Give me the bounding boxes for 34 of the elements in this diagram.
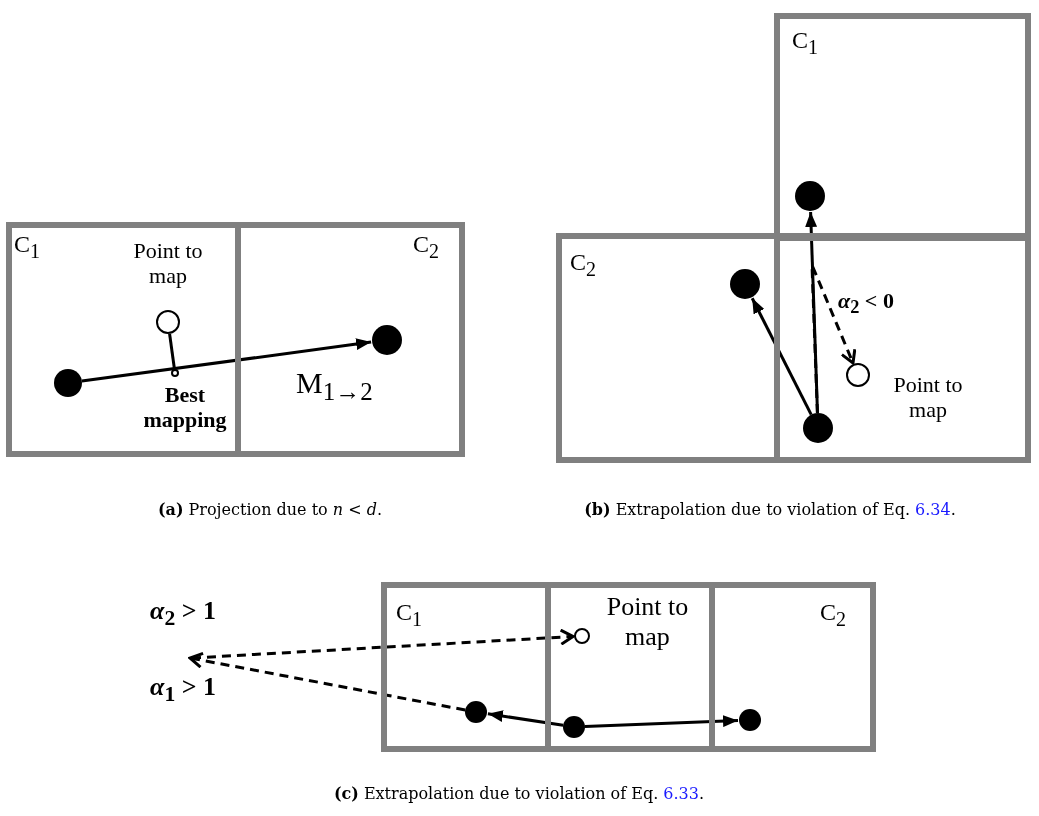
point-label: Point to map — [892, 372, 964, 423]
data-point — [739, 709, 761, 731]
cell-label: C$_{2}$ — [413, 232, 439, 261]
arrow — [584, 715, 739, 729]
data-point — [730, 269, 760, 299]
data-point — [54, 369, 82, 397]
point-label: Point to map — [132, 238, 204, 289]
equation-link: 6.34 — [915, 500, 951, 519]
data-point — [372, 325, 402, 355]
condition-label: α$_{1}$ > 1 — [150, 672, 217, 708]
figure-caption: (b) Extrapolation due to violation of Eq. 6.34. — [584, 500, 956, 519]
point-label: Best mapping — [142, 382, 228, 433]
data-point — [795, 181, 825, 211]
arrow — [81, 338, 372, 383]
equation-link: 6.33 — [663, 784, 699, 803]
arrow — [487, 710, 564, 727]
figure-caption: (a) Projection due to n < d. — [157, 500, 383, 519]
connector-line — [168, 333, 176, 369]
cell-label: C$_{2}$ — [570, 250, 596, 279]
cell-label: C$_{1}$ — [396, 600, 422, 629]
grid-cell — [774, 13, 1031, 241]
cell-label: C$_{1}$ — [792, 28, 818, 57]
condition-label: α$_{2}$ > 1 — [150, 596, 217, 632]
arrow — [750, 297, 813, 416]
data-point — [803, 413, 833, 443]
cell-label: C$_{2}$ — [820, 600, 846, 629]
point-label: Point to map — [605, 592, 690, 652]
data-point — [563, 716, 585, 738]
dashed-arrow — [810, 263, 857, 414]
dashed-arrow — [188, 651, 466, 712]
figure-caption: (c) Extrapolation due to violation of Eq. 6.33. — [333, 784, 705, 803]
dashed-arrow — [191, 628, 575, 660]
data-point — [465, 701, 487, 723]
cell-label: C$_{1}$ — [14, 232, 40, 261]
